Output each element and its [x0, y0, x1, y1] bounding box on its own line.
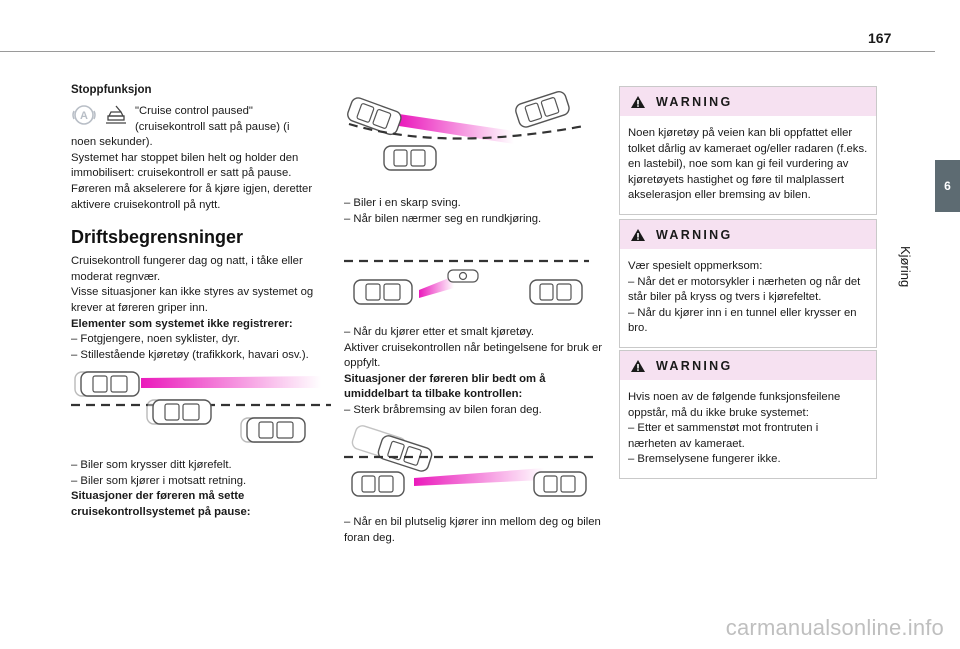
narrow-text: – Når du kjører etter et smalt kjøretøy.… — [344, 325, 606, 419]
section-tab[interactable]: 6 — [935, 160, 960, 212]
not-registered-item-1: – Fotgjengere, noen syklister, dyr. — [71, 333, 240, 346]
curve-text: – Biler i en skarp sving. – Når bilen næ… — [344, 196, 606, 227]
warning-3-line-3: – Bremselysene fungerer ikke. — [628, 453, 781, 466]
cruise-car-icon — [106, 105, 126, 124]
takeback-heading: Situasjoner der føreren blir bedt om å u… — [344, 372, 546, 401]
warning-2-line-3: – Når du kjører inn i en tunnel eller kr… — [628, 306, 857, 335]
curve-item-1: – Biler i en skarp sving. — [344, 197, 461, 209]
narrow-para: Aktiver cruisekontrollen når betingelsen… — [344, 341, 603, 370]
warning-3-line-2: – Etter et sammenstøt mot frontruten i n… — [628, 422, 819, 450]
cut-in-item-1: – Når en bil plutselig kjører inn mellom… — [344, 516, 601, 544]
warning-3-line-1: Hvis noen av de følgende funksjonsfeilen… — [628, 391, 841, 419]
warning-triangle-icon — [631, 359, 645, 372]
limits-para1: Cruisekontroll fungerer dag og natt, i t… — [71, 255, 303, 283]
warning-header: WARNING — [620, 351, 876, 380]
warning-box-1: WARNING Noen kjøretøy på veien kan bli o… — [619, 86, 877, 215]
curve-item-2: – Når bilen nærmer seg en rundkjøring. — [344, 212, 542, 225]
takeback-item-1: – Sterk bråbremsing av bilen foran deg. — [344, 403, 542, 416]
warning-title: WARNING — [656, 358, 733, 373]
warning-box-3: WARNING Hvis noen av de følgende funksjo… — [619, 350, 877, 479]
stop-text-rest1: (cruisekontroll satt på pause) (i — [135, 120, 290, 133]
warning-header: WARNING — [620, 87, 876, 116]
illustration-cut-in — [344, 425, 594, 497]
stop-text-first: "Cruise control paused" — [135, 105, 253, 117]
warning-triangle-icon — [631, 228, 645, 241]
warning-header: WARNING — [620, 220, 876, 249]
warning-title: WARNING — [656, 94, 733, 109]
warning-box-2: WARNING Vær spesielt oppmerksom: – Når d… — [619, 219, 877, 348]
header-rule — [0, 51, 935, 52]
stop-para3: Føreren må akselerere for å kjøre igjen,… — [71, 182, 313, 211]
stop-para2: Systemet har stoppet bilen helt og holde… — [71, 151, 299, 180]
illustration-crossing-cars — [71, 371, 331, 443]
crossing-item-1: – Biler som krysser ditt kjørefelt. — [71, 459, 232, 471]
warning-body-1: Noen kjøretøy på veien kan bli oppfattet… — [628, 127, 868, 202]
svg-text:A: A — [80, 110, 88, 122]
stop-icon-line: A "Cruise control paused" (cruisekontrol… — [71, 104, 329, 135]
column-1: Stoppfunksjon A "Cruise control paused" … — [71, 84, 329, 363]
watermark: carmanualsonline.info — [725, 615, 944, 640]
motorcycle — [447, 269, 479, 283]
limits-heading: Driftsbegrensninger — [71, 227, 244, 248]
not-registered-item-2: – Stillestående kjøretøy (trafikkork, ha… — [71, 348, 309, 361]
not-registered-heading: Elementer som systemet ikke registrerer: — [71, 317, 293, 330]
warning-title: WARNING — [656, 227, 733, 242]
column-1-lower: – Biler som krysser ditt kjørefelt. – Bi… — [71, 458, 329, 520]
stop-icons: A — [71, 104, 129, 126]
illustration-narrow-vehicle — [344, 259, 589, 305]
warning-2-line-2: – Når det er motorsykler i nærheten og n… — [628, 275, 861, 304]
warning-triangle-icon — [631, 95, 645, 108]
pause-heading: Situasjoner der føreren må sette cruisek… — [71, 490, 251, 518]
narrow-item-1: – Når du kjører etter et smalt kjøretøy. — [344, 326, 534, 338]
illustration-curve — [345, 89, 585, 171]
warning-2-line-1: Vær spesielt oppmerksom: — [628, 260, 763, 272]
section-label: Kjøring — [898, 246, 913, 288]
stop-heading: Stoppfunksjon — [71, 84, 152, 96]
page-number: 167 — [868, 30, 892, 46]
crossing-item-2: – Biler som kjører i motsatt retning. — [71, 474, 247, 487]
limits-para2: Visse situasjoner kan ikke styres av sys… — [71, 286, 314, 314]
cruise-a-icon: A — [72, 105, 96, 125]
cut-in-text: – Når en bil plutselig kjører inn mellom… — [344, 515, 606, 546]
stop-text-rest2: noen sekunder). — [71, 136, 153, 149]
